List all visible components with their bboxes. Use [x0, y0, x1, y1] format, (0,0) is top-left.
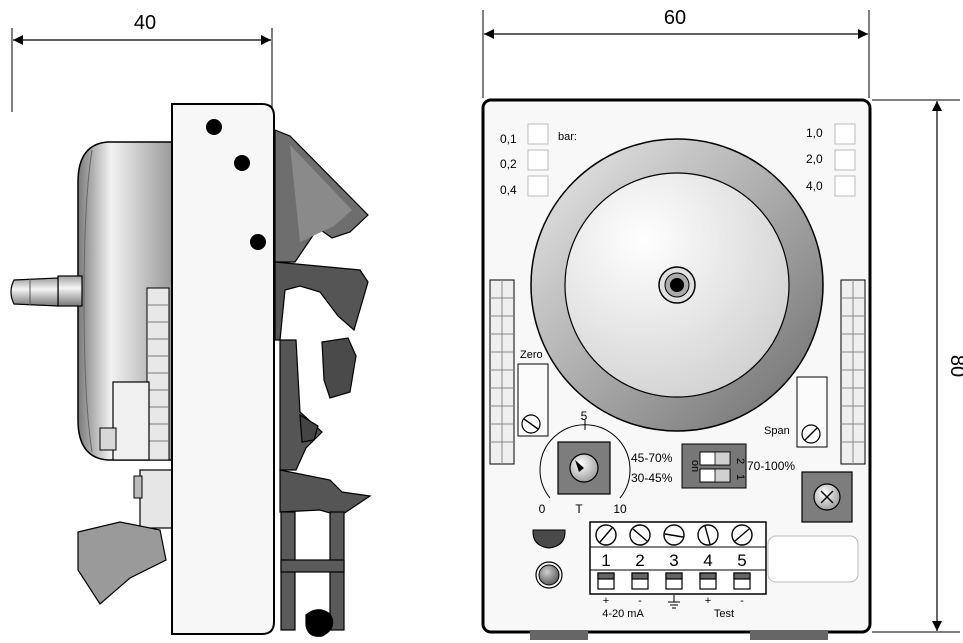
- terminal-number-1: 1: [601, 551, 610, 570]
- front-strip-right: [840, 279, 866, 465]
- dip-1-label: 1: [734, 474, 746, 480]
- din-rail-profile: [274, 129, 372, 637]
- side-front-panel: [171, 103, 275, 635]
- pressure-nozzle: [10, 275, 83, 307]
- status-led-top: [532, 529, 566, 549]
- terminal-screw-2[interactable]: [629, 524, 651, 546]
- terminal-sign-5: -: [740, 595, 744, 607]
- side-terminal-strip: [146, 287, 170, 461]
- range-label-0-1: 0,1: [500, 132, 517, 146]
- pressure-sensor: [530, 138, 824, 432]
- range-indicators-left: 0,1 0,2 0,4 bar:: [500, 123, 577, 197]
- damping-45-70: 45-70%: [631, 451, 673, 465]
- range-box-0-4: [527, 175, 549, 197]
- zero-label: Zero: [520, 349, 543, 361]
- range-box-4-0: [834, 175, 856, 197]
- span-screw[interactable]: [801, 424, 821, 444]
- span-label: Span: [764, 425, 790, 437]
- wire-clamps: [597, 572, 751, 590]
- dimension-front-width: 60: [482, 7, 870, 98]
- dip-2-label: 2: [734, 458, 746, 464]
- terminal-screw-1[interactable]: [595, 524, 617, 546]
- range-label-4-0: 4,0: [806, 179, 823, 193]
- side-view: [10, 103, 372, 637]
- terminal-screw-4[interactable]: [697, 524, 719, 546]
- dial-mark-10: 10: [613, 502, 627, 516]
- dip-on-label: on: [689, 460, 701, 472]
- time-constant-knob[interactable]: [569, 453, 599, 483]
- dial-label-t: T: [575, 502, 583, 516]
- terminal-screw-5[interactable]: [731, 524, 753, 546]
- range-box-0-1: [527, 123, 549, 145]
- terminal-sign-1: +: [603, 595, 609, 607]
- side-clip: [77, 521, 167, 605]
- dimension-side-width: 40: [11, 12, 273, 112]
- test-label: Test: [714, 608, 734, 620]
- label-plate: [767, 535, 859, 583]
- dimension-40-label: 40: [134, 12, 156, 34]
- range-label-2-0: 2,0: [806, 152, 823, 166]
- zero-screw[interactable]: [521, 414, 541, 434]
- damping-30-45: 30-45%: [631, 471, 673, 485]
- terminal-sign-4: +: [705, 595, 711, 607]
- dial-mark-0: 0: [539, 502, 546, 516]
- dimension-80-label: 80: [946, 355, 963, 377]
- range-indicators-right: 1,0 2,0 4,0: [806, 123, 856, 197]
- dimension-height: 80: [872, 99, 963, 633]
- unit-label: bar:: [558, 131, 577, 143]
- terminal-number-5: 5: [737, 551, 746, 570]
- range-box-0-2: [527, 149, 549, 171]
- dimension-60-label: 60: [664, 7, 686, 29]
- range-box-2-0: [834, 149, 856, 171]
- terminal-sign-2: -: [638, 595, 642, 607]
- status-led-bottom: [535, 561, 563, 589]
- right-potentiometer[interactable]: [801, 471, 853, 523]
- ground-icon: [668, 595, 680, 609]
- range-label-0-4: 0,4: [500, 183, 517, 197]
- terminal-number-3: 3: [669, 551, 678, 570]
- terminal-screw-3[interactable]: [663, 524, 685, 546]
- range-label-0-2: 0,2: [500, 157, 517, 171]
- dip-switch[interactable]: on 2 1: [681, 443, 747, 489]
- dial-mark-5: 5: [581, 409, 588, 423]
- range-box-1-0: [834, 123, 856, 145]
- front-strip-left: [489, 279, 515, 465]
- damping-70-100: 70-100%: [747, 459, 795, 473]
- time-constant-dial: 5 0 10 T: [539, 409, 631, 516]
- range-label-1-0: 1,0: [806, 126, 823, 140]
- front-view: 0,1 0,2 0,4 bar: 1,0 2,0 4,0: [481, 98, 872, 640]
- terminal-number-4: 4: [703, 551, 712, 570]
- terminal-number-2: 2: [635, 551, 644, 570]
- current-loop-label: 4-20 mA: [602, 608, 644, 620]
